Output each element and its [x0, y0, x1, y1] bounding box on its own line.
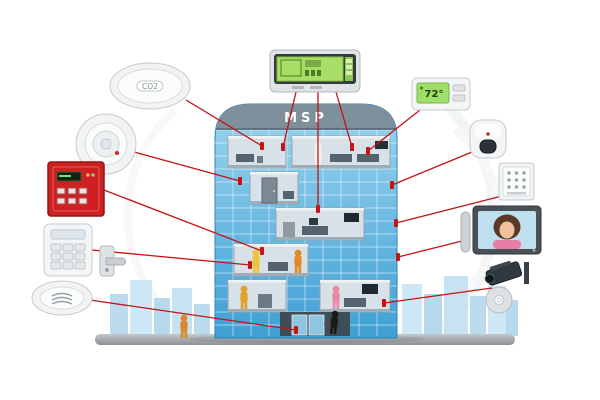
- lcd-control-panel: [269, 49, 361, 93]
- video-intercom-monitor: [460, 205, 542, 255]
- door-lock: [99, 245, 126, 277]
- thermostat: 72°: [411, 77, 471, 111]
- connector-line: [103, 189, 263, 252]
- keyhole: [105, 268, 109, 272]
- cabinet: [258, 294, 272, 308]
- thermostat-display: [416, 82, 450, 104]
- room-fifth-right: [319, 279, 391, 313]
- co2-label: CO2: [142, 82, 158, 91]
- thermostat-button: [452, 94, 466, 102]
- interior-door: [261, 177, 278, 204]
- entrance-lobby: [280, 310, 350, 336]
- connector-line: [89, 299, 297, 331]
- intercom-handset: [460, 211, 471, 253]
- connector-line: [133, 151, 241, 182]
- panel-button: [310, 86, 322, 89]
- camera-mount: [524, 262, 529, 284]
- alarm-led: [115, 151, 119, 155]
- connector-line: [367, 109, 421, 152]
- connector-line: [383, 287, 493, 304]
- siren-sounder: [31, 280, 93, 316]
- cctv-camera: [484, 260, 529, 286]
- connector-line: [335, 91, 353, 148]
- panel-button: [292, 86, 304, 89]
- fire-alarm-panel: [47, 161, 105, 217]
- connector-line: [395, 195, 503, 224]
- person-intruder: [324, 310, 340, 335]
- thermostat-button: [452, 84, 466, 92]
- pir-lens: [479, 139, 497, 154]
- card-slot: [507, 192, 526, 195]
- motion-detector: [469, 119, 507, 159]
- connector-lines: [89, 91, 503, 331]
- panel-led-amber: [86, 173, 90, 177]
- sign-band-edge: [215, 128, 397, 130]
- building: MSP: [214, 103, 398, 339]
- intruder-bag: [324, 320, 331, 328]
- connector-line: [282, 91, 297, 148]
- door-handle: [105, 257, 126, 266]
- ground-bar: [95, 334, 515, 345]
- connector-line: [185, 99, 263, 147]
- camera-lens: [484, 273, 495, 284]
- monitor: [309, 218, 318, 225]
- room-top-left: [227, 135, 287, 169]
- room-top-right: [291, 135, 391, 169]
- room-fourth-floor: [233, 243, 309, 277]
- connector-line: [391, 151, 473, 186]
- co2-sensor: CO2: [109, 62, 191, 110]
- room-fifth-left: [227, 279, 287, 313]
- panel-led-green: [91, 173, 95, 177]
- building-sign-band: [215, 104, 397, 130]
- access-keypad: [43, 223, 93, 277]
- wall-tv-2: [362, 284, 378, 294]
- connector-line: [91, 249, 251, 266]
- wall-tv: [344, 213, 359, 222]
- pir-led: [486, 132, 490, 136]
- temperature-reading: 72°: [425, 89, 444, 100]
- keypad-display: [50, 229, 86, 240]
- building-sign: MSP: [284, 111, 328, 126]
- wall-device-markers: [238, 142, 400, 334]
- recording-disc: [485, 286, 513, 314]
- room-third-floor: [275, 207, 365, 241]
- caller-face: [499, 221, 515, 239]
- room-second-floor: [249, 171, 299, 205]
- wall-display: [375, 141, 388, 149]
- copier: [283, 222, 295, 237]
- smoke-detector: [75, 113, 137, 175]
- connector-line: [397, 239, 467, 258]
- glass-door-right: [308, 314, 325, 336]
- caller-shoulders: [493, 240, 521, 249]
- intercom-button: [532, 249, 536, 252]
- wall-keypad: [498, 162, 535, 201]
